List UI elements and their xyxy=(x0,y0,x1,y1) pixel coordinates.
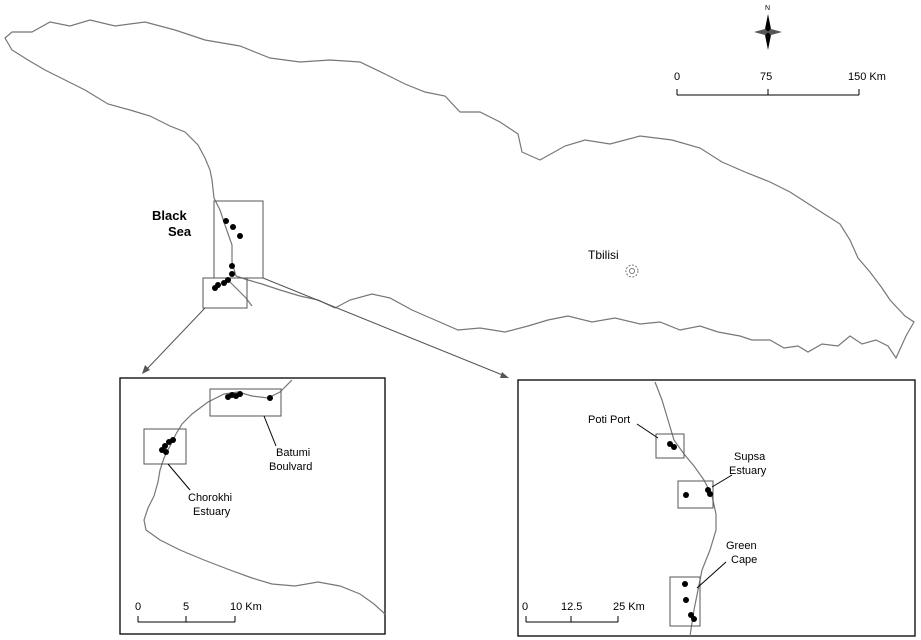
inset-left-scale-bar: 0 5 10 Km xyxy=(135,601,262,623)
scale-tick: 10 Km xyxy=(230,601,262,613)
main-map-points xyxy=(212,218,243,291)
main-point xyxy=(221,280,227,286)
main-point xyxy=(212,285,218,291)
inset-right-box-poti xyxy=(655,433,685,459)
poti-label: Poti Port xyxy=(588,414,630,426)
north-label: N xyxy=(765,5,770,12)
main-point xyxy=(230,224,236,230)
scale-tick: 150 Km xyxy=(848,71,886,83)
capital-star-icon xyxy=(625,264,639,278)
country-outline xyxy=(4,19,915,360)
supsa-label: Estuary xyxy=(729,465,767,477)
main-point xyxy=(229,263,235,269)
scale-tick: 0 xyxy=(135,601,141,613)
batumi-label: Boulvard xyxy=(269,461,312,473)
inset-left-box-chorokhi xyxy=(143,428,187,465)
green-cape-label: Green xyxy=(726,540,757,552)
inset-left-frame xyxy=(119,377,386,635)
main-point xyxy=(237,233,243,239)
scale-tick: 0 xyxy=(522,601,528,613)
batumi-label: Batumi xyxy=(276,447,310,459)
highlight-box-south xyxy=(202,277,248,309)
inset-left-map xyxy=(143,379,386,615)
green-cape-label: Cape xyxy=(731,554,757,566)
main-point xyxy=(229,271,235,277)
main-point xyxy=(223,218,229,224)
inset-right-box-green xyxy=(669,576,701,627)
north-arrow-icon xyxy=(754,14,782,50)
sea-label: Sea xyxy=(168,224,192,239)
scale-tick: 5 xyxy=(183,601,189,613)
inset-right-scale-bar: 0 12.5 25 Km xyxy=(522,601,645,623)
sea-label: Black xyxy=(152,208,187,223)
inset-right-map xyxy=(636,381,733,637)
chorokhi-label: Chorokhi xyxy=(188,492,232,504)
coast-south xyxy=(229,281,253,307)
connector-arrows xyxy=(142,277,509,378)
supsa-label: Supsa xyxy=(734,451,766,463)
scale-tick: 12.5 xyxy=(561,601,582,613)
chorokhi-label: Estuary xyxy=(193,506,231,518)
scale-tick: 75 xyxy=(760,71,772,83)
inset-left-box-batumi xyxy=(209,388,282,417)
inset-right-box-supsa xyxy=(677,480,714,509)
inset-right-frame xyxy=(517,379,916,637)
main-scale-bar: 0 75 150 Km xyxy=(674,71,886,96)
capital-label: Tbilisi xyxy=(588,248,619,262)
scale-tick: 25 Km xyxy=(613,601,645,613)
scale-tick: 0 xyxy=(674,71,680,83)
